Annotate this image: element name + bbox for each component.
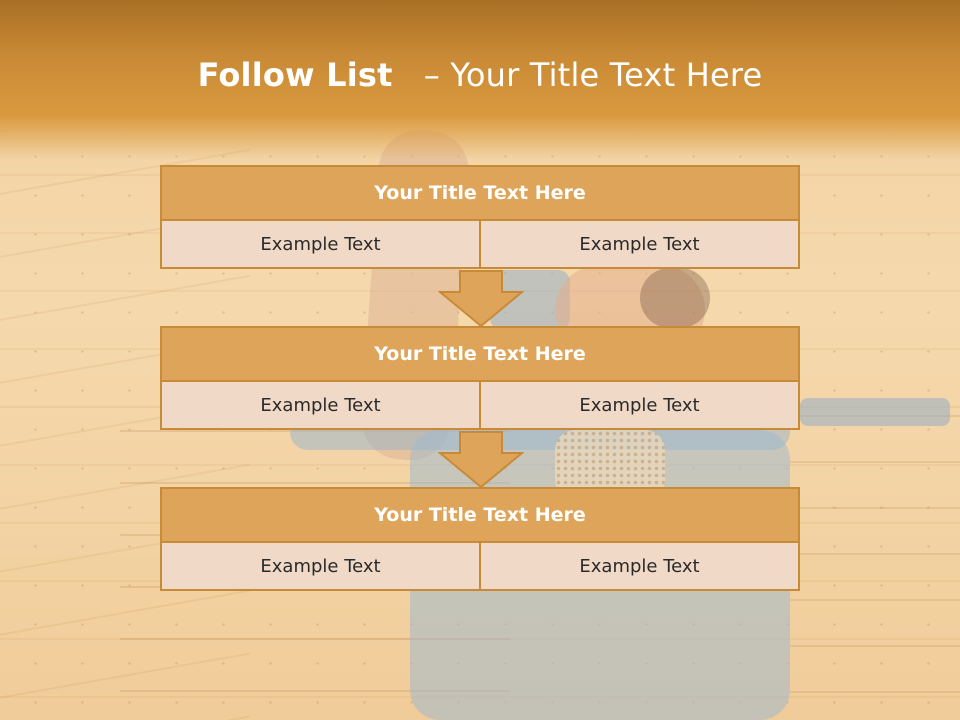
person-hair bbox=[640, 268, 710, 328]
down-arrow-icon bbox=[438, 270, 524, 328]
towel-folded bbox=[800, 398, 950, 426]
block-cell-left: Example Text bbox=[160, 221, 481, 269]
block-title: Your Title Text Here bbox=[160, 487, 800, 543]
block-cell-right: Example Text bbox=[481, 221, 800, 269]
block-cell-left: Example Text bbox=[160, 382, 481, 430]
block-row: Example Text Example Text bbox=[160, 382, 800, 430]
block-title: Your Title Text Here bbox=[160, 165, 800, 221]
block-row: Example Text Example Text bbox=[160, 543, 800, 591]
title-rest: – Your Title Text Here bbox=[423, 56, 763, 94]
block-cell-left: Example Text bbox=[160, 543, 481, 591]
flow-block-1: Your Title Text Here Example Text Exampl… bbox=[160, 165, 800, 269]
block-cell-right: Example Text bbox=[481, 382, 800, 430]
flow-block-3: Your Title Text Here Example Text Exampl… bbox=[160, 487, 800, 591]
slide-title: Follow List – Your Title Text Here bbox=[0, 56, 960, 94]
header-band bbox=[0, 0, 960, 160]
flow-block-2: Your Title Text Here Example Text Exampl… bbox=[160, 326, 800, 430]
block-row: Example Text Example Text bbox=[160, 221, 800, 269]
block-cell-right: Example Text bbox=[481, 543, 800, 591]
down-arrow-icon bbox=[438, 431, 524, 489]
title-bold: Follow List bbox=[197, 56, 393, 94]
block-title: Your Title Text Here bbox=[160, 326, 800, 382]
bench-right bbox=[790, 415, 960, 720]
